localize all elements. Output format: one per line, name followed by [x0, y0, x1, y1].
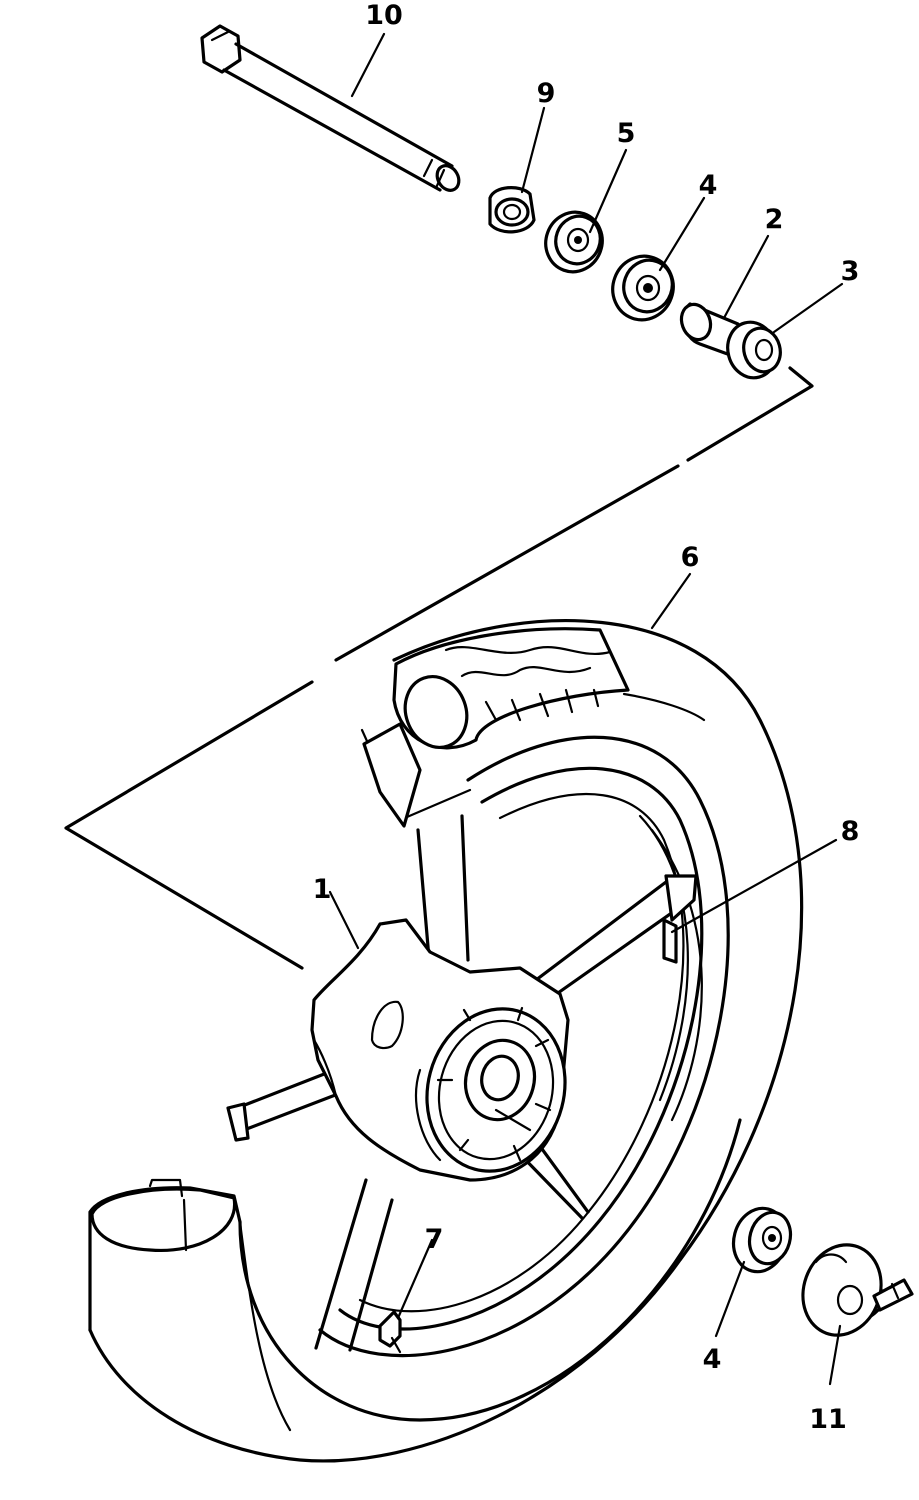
callout-4-upper: 4 — [699, 170, 718, 201]
nut-part — [726, 320, 782, 380]
bearing-part-4-upper — [611, 254, 675, 322]
callout-11: 11 — [809, 1404, 847, 1435]
callout-2: 2 — [765, 204, 784, 235]
rim-part — [318, 722, 730, 1358]
leader-lines — [328, 32, 844, 1386]
hub-part — [310, 918, 570, 1182]
collar-part — [488, 186, 536, 234]
balance-weight-part — [662, 918, 678, 964]
callout-labels: 10 9 5 4 2 3 6 8 1 7 4 11 — [313, 0, 860, 1435]
axle-part — [200, 24, 461, 192]
callout-7: 7 — [425, 1224, 444, 1255]
callout-8: 8 — [841, 816, 860, 847]
callout-3: 3 — [841, 256, 860, 287]
assembly-axis-lines — [64, 366, 814, 970]
callout-6: 6 — [681, 542, 700, 573]
callout-1: 1 — [313, 874, 332, 905]
callout-5: 5 — [617, 118, 636, 149]
bearing-part-5 — [544, 210, 604, 274]
callout-9: 9 — [537, 78, 556, 109]
valve-part — [378, 1310, 402, 1354]
tire-part — [88, 618, 804, 1463]
bearing-part-4-lower — [731, 1206, 793, 1274]
wheel-spokes — [226, 814, 698, 1352]
gear-unit-part — [801, 1243, 914, 1337]
callout-4-lower: 4 — [703, 1344, 722, 1375]
callout-10: 10 — [365, 0, 403, 31]
